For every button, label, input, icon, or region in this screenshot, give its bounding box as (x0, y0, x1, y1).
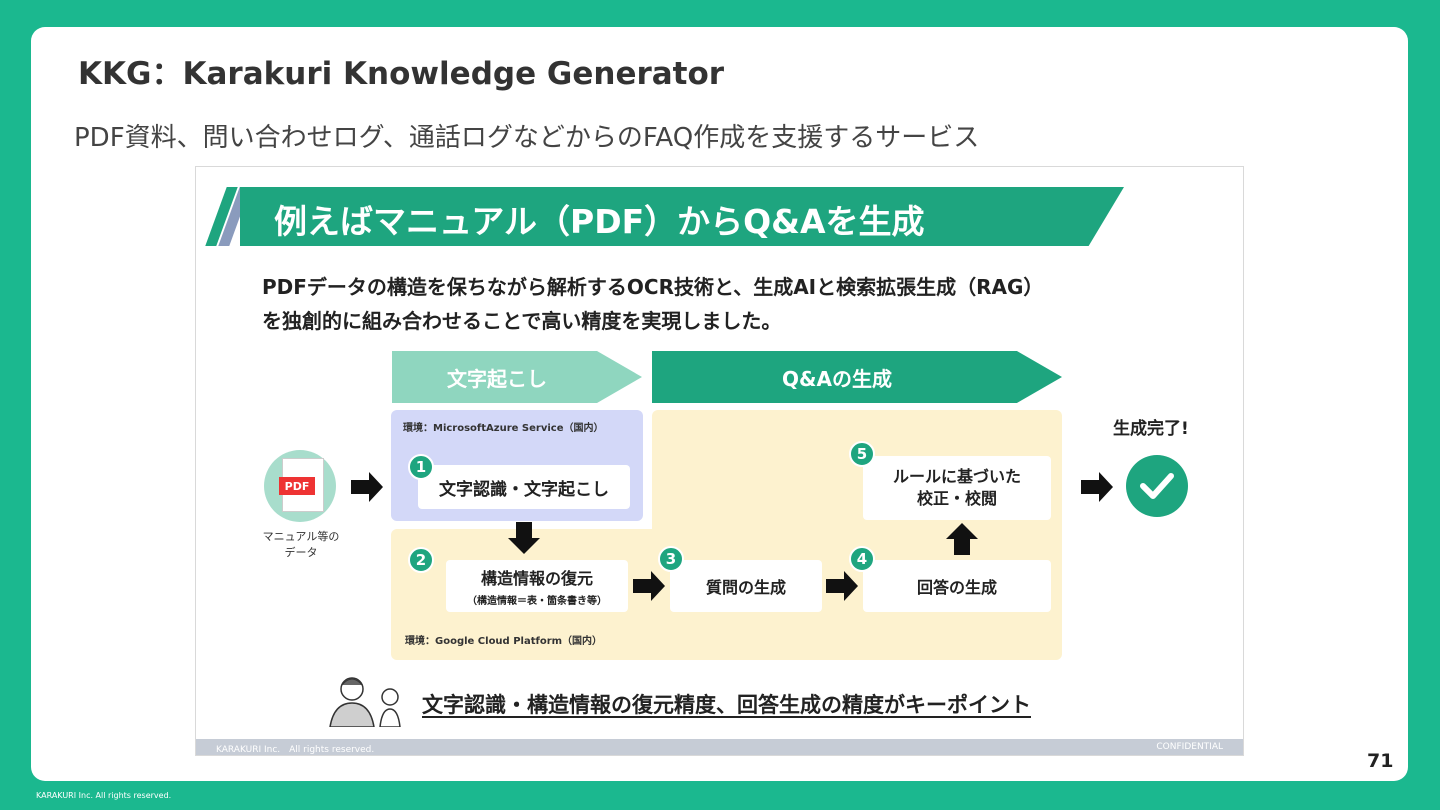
page-subtitle: PDF資料、問い合わせログ、通話ログなどからのFAQ作成を支援するサービス (74, 123, 980, 153)
step-box-3: 質問の生成 (670, 560, 822, 612)
step-label: 質問の生成 (705, 578, 786, 597)
step-number-3: 3 (658, 546, 684, 572)
phase-label: 文字起こし (447, 366, 547, 391)
page-title: KKG：Karakuri Knowledge Generator (78, 56, 725, 92)
banner-title: 例えばマニュアル（PDF）からQ&Aを生成 (274, 202, 925, 241)
phase-transcription: 文字起こし (392, 351, 642, 403)
step-box-2: 構造情報の復元 （構造情報＝表・箇条書き等） (446, 560, 628, 612)
check-icon (1126, 455, 1188, 517)
pdf-caption-line: データ (284, 546, 318, 559)
arrow-right-icon (351, 472, 383, 502)
env-gcp-label: 環境：Google Cloud Platform（国内） (405, 636, 603, 647)
step-box-5: ルールに基づいた 校正・校閲 (863, 456, 1051, 520)
arrow-right-icon (633, 571, 665, 601)
arrow-right-icon (826, 571, 858, 601)
arrow-down-icon (508, 522, 540, 554)
step-number-4: 4 (849, 546, 875, 572)
slide-footer: KARAKURI Inc. All rights reserved. CONFI… (196, 739, 1243, 755)
step-label: 文字認識・文字起こし (439, 479, 609, 500)
step-label: 校正・校閲 (916, 489, 997, 508)
step-box-4: 回答の生成 (863, 560, 1051, 612)
done-label: 生成完了! (1113, 419, 1189, 439)
arrow-up-icon (946, 523, 978, 555)
description-line: PDFデータの構造を保ちながら解析するOCR技術と、生成AIと検索拡張生成（RA… (262, 275, 1044, 299)
page-number: 71 (1367, 750, 1394, 772)
slide-footer-copyright: KARAKURI Inc. All rights reserved. (216, 745, 375, 755)
step-box-1: 文字認識・文字起こし (418, 465, 630, 509)
pdf-caption: マニュアル等の データ (246, 529, 356, 561)
pdf-caption-line: マニュアル等の (262, 530, 340, 543)
phase-qa-generation: Q&Aの生成 (652, 351, 1062, 403)
outer-footer: KARAKURI Inc. All rights reserved. (36, 791, 172, 800)
arrow-right-icon (1081, 472, 1113, 502)
step-label: ルールに基づいた (892, 467, 1021, 486)
step-number-5: 5 (849, 441, 875, 467)
keypoint-text: 文字認識・構造情報の復元精度、回答生成の精度がキーポイント (422, 693, 1031, 717)
description-line: を独創的に組み合わせることで高い精度を実現しました。 (262, 309, 782, 333)
step-number-1: 1 (408, 454, 434, 480)
step-label: 構造情報の復元 (480, 569, 593, 588)
step-label: 回答の生成 (916, 578, 997, 597)
step-number-2: 2 (408, 547, 434, 573)
embedded-slide: 例えばマニュアル（PDF）からQ&Aを生成 PDFデータの構造を保ちながら解析す… (195, 166, 1244, 756)
checkmark-icon (1140, 473, 1174, 499)
slide-footer-confidential: CONFIDENTIAL (1156, 742, 1223, 752)
env-azure-label: 環境：MicrosoftAzure Service（国内） (403, 423, 604, 434)
pdf-icon: PDF (279, 477, 315, 495)
step-sublabel: （構造情報＝表・箇条書き等） (467, 596, 607, 607)
phase-label: Q&Aの生成 (782, 366, 892, 391)
people-illustration-icon (329, 677, 401, 727)
banner (240, 187, 1124, 246)
